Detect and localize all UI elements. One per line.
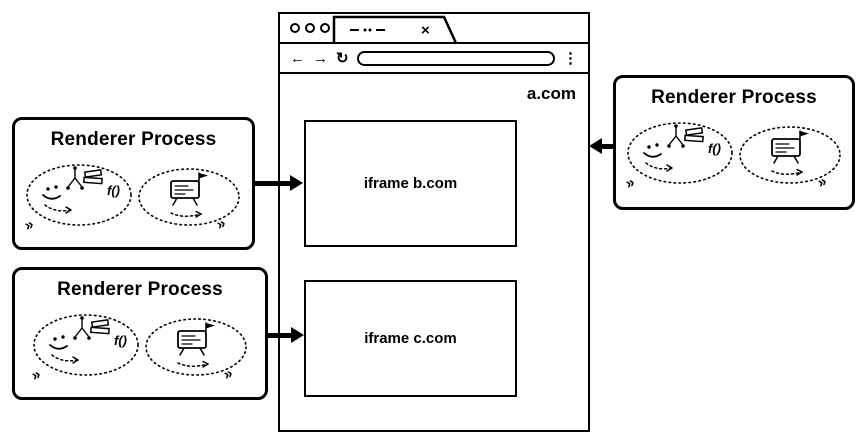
browser-window: × ← → ↻ ⋮ a.com iframe b.com iframe c.co… <box>278 12 590 432</box>
reload-button-icon[interactable]: ↻ <box>336 49 349 67</box>
renderer-process-title: Renderer Process <box>651 87 817 108</box>
arrow-renderer-to-iframe-b <box>255 175 303 191</box>
renderer-process-card-b: Renderer Process <box>12 117 255 250</box>
renderer-process-card-a: Renderer Process <box>613 75 855 210</box>
forward-button-icon[interactable]: → <box>313 49 328 67</box>
arrow-renderer-to-browser <box>589 138 614 154</box>
arrowhead-right-icon <box>291 327 304 343</box>
iframe-c-label: iframe c.com <box>364 330 457 347</box>
traffic-lights <box>290 23 330 33</box>
page-origin-label: a.com <box>526 84 576 103</box>
renderer-doodle-icon <box>621 122 841 191</box>
address-bar[interactable] <box>356 50 555 66</box>
renderer-process-title: Renderer Process <box>50 129 217 150</box>
renderer-process-card-c: Renderer Process <box>12 267 268 400</box>
browser-titlebar: × <box>280 14 588 44</box>
browser-toolbar: ← → ↻ ⋮ <box>280 44 588 74</box>
iframe-b: iframe b.com <box>304 120 517 247</box>
browser-tab[interactable]: × <box>326 14 486 44</box>
window-button-icon[interactable] <box>305 23 315 33</box>
tab-outline <box>332 15 458 44</box>
renderer-process-title: Renderer Process <box>57 279 223 300</box>
renderer-doodle-icon <box>21 164 240 233</box>
arrowhead-right-icon <box>290 175 303 191</box>
tab-close-icon[interactable]: × <box>421 22 430 39</box>
back-button-icon[interactable]: ← <box>290 49 305 67</box>
tab-favicon-icon <box>350 28 385 32</box>
kebab-menu-icon[interactable]: ⋮ <box>563 49 578 67</box>
iframe-b-label: iframe b.com <box>363 175 458 192</box>
window-button-icon[interactable] <box>320 23 330 33</box>
renderer-doodle-icon <box>27 314 247 383</box>
window-button-icon[interactable] <box>290 23 300 33</box>
iframe-c: iframe c.com <box>304 280 517 397</box>
arrow-renderer-to-iframe-c <box>268 327 304 343</box>
arrowhead-left-icon <box>589 138 602 154</box>
